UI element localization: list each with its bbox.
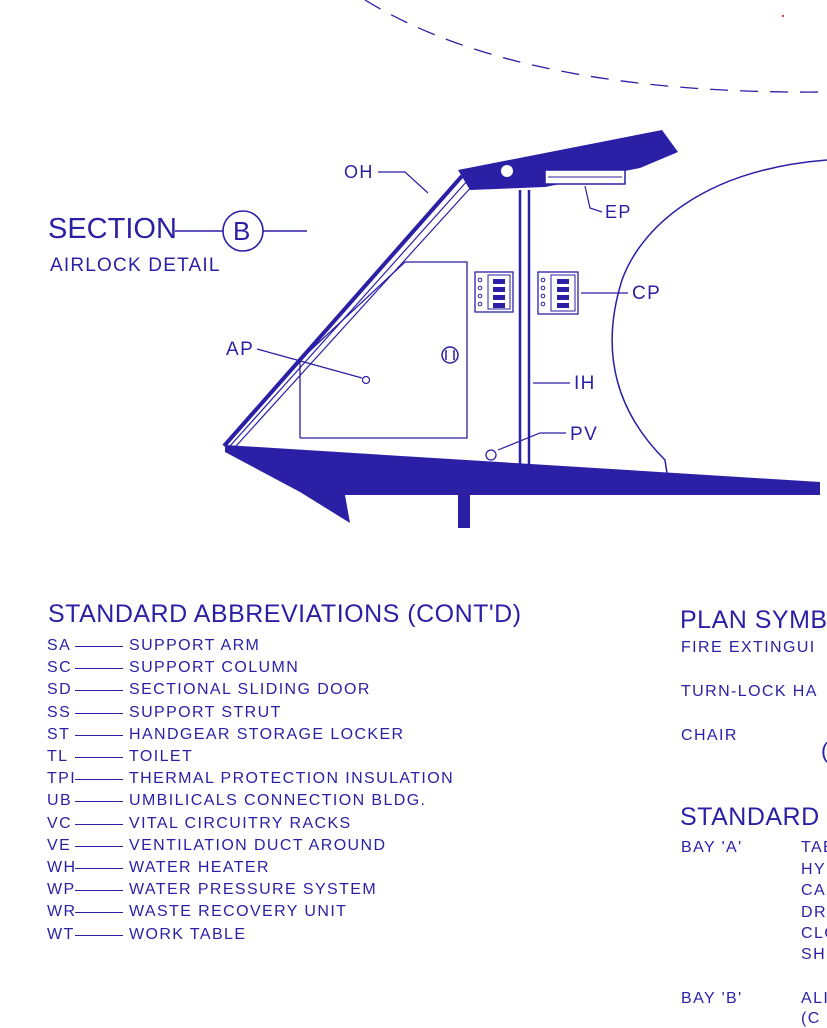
abbreviation-description: SECTIONAL SLIDING DOOR (129, 681, 371, 699)
abbreviation-rule (75, 801, 123, 803)
hull-curve (611, 159, 827, 481)
abbreviation-code: VC (47, 814, 73, 832)
bay-a-item: SHI (801, 946, 827, 963)
abbreviation-row: TL TOILET (47, 748, 193, 770)
access-panel (299, 261, 468, 439)
abbreviation-row: ST HANDGEAR STORAGE LOCKER (47, 726, 405, 748)
bay-a-item: CA (801, 882, 827, 899)
roof-pin (501, 165, 513, 177)
abbreviation-rule (75, 890, 123, 892)
leader-pv (497, 432, 566, 451)
abbreviation-description: HANDGEAR STORAGE LOCKER (129, 725, 405, 743)
callout-pv: PV (570, 424, 599, 445)
bay-a-item: TAE (801, 839, 827, 856)
floor-slab (225, 445, 820, 528)
bay-b-label: BAY 'B' (681, 990, 743, 1007)
bay-a-label: BAY 'A' (681, 839, 743, 856)
plan-symbol-chair: CHAIR (681, 727, 738, 744)
abbreviation-code: SA (47, 637, 72, 654)
abbreviation-code: TPI (47, 770, 77, 788)
control-panel-left (474, 271, 514, 313)
abbreviation-row: SD SECTIONAL SLIDING DOOR (47, 681, 371, 703)
plan-symbols-heading: PLAN SYMB (680, 606, 827, 634)
bay-b-item: ALI (801, 990, 827, 1007)
pressure-valve (485, 449, 497, 461)
abbreviation-row: VC VITAL CIRCUITRY RACKS (47, 815, 352, 837)
abbreviation-rule (75, 845, 123, 847)
bay-a-item: DRY (801, 904, 827, 921)
abbreviation-rule (75, 690, 123, 692)
ap-knob (361, 375, 371, 385)
abbreviation-row: WR WASTE RECOVERY UNIT (47, 903, 347, 925)
abbreviation-description: SUPPORT COLUMN (129, 659, 300, 677)
control-panel-right (537, 271, 579, 315)
abbreviation-row: SS SUPPORT STRUT (47, 704, 282, 726)
callout-cp: CP (632, 283, 662, 304)
dashed-arc (364, 0, 827, 93)
abbreviation-code: WT (47, 925, 75, 943)
abbreviation-row: WP WATER PRESSURE SYSTEM (47, 881, 377, 903)
abbreviation-code: WR (47, 903, 77, 921)
airlock-section-drawing (175, 0, 827, 528)
abbreviation-description: UMBILICALS CONNECTION BLDG. (129, 792, 427, 810)
abbreviation-code: VE (47, 836, 72, 854)
abbreviation-description: VITAL CIRCUITRY RACKS (129, 814, 352, 832)
abbreviation-code: SS (47, 703, 72, 721)
abbreviation-row: UB UMBILICALS CONNECTION BLDG. (47, 792, 426, 814)
abbreviation-code: TL (47, 748, 69, 765)
abbreviation-description: VENTILATION DUCT AROUND (129, 836, 387, 854)
abbreviation-row: SC SUPPORT COLUMN (47, 659, 299, 681)
abbreviation-rule (75, 934, 123, 936)
leader-oh (378, 171, 429, 194)
abbreviation-rule (75, 779, 123, 781)
abbreviation-description: THERMAL PROTECTION INSULATION (129, 770, 455, 788)
abbreviation-rule (75, 734, 123, 736)
abbreviation-row: TPI THERMAL PROTECTION INSULATION (47, 770, 454, 792)
abbreviation-description: SUPPORT ARM (129, 637, 261, 654)
abbreviation-code: ST (47, 725, 71, 743)
abbreviation-row: WH WATER HEATER (47, 859, 270, 881)
abbreviation-rule (75, 868, 123, 869)
abbreviation-rule (75, 757, 123, 758)
section-subtitle: AIRLOCK DETAIL (50, 255, 221, 276)
abbreviation-description: WATER HEATER (129, 859, 270, 876)
plan-symbol-fire-extinguisher: FIRE EXTINGUI (681, 639, 816, 656)
bay-a-item: CLC (801, 925, 827, 942)
bay-a-item: HY (801, 861, 827, 878)
abbreviation-row: WT WORK TABLE (47, 926, 246, 948)
callout-oh: OH (344, 162, 374, 182)
section-title: SECTION (48, 213, 177, 245)
abbreviation-rule (75, 668, 123, 670)
abbreviation-code: UB (47, 792, 73, 810)
abbreviation-description: SUPPORT STRUT (129, 703, 282, 721)
chair-glyph: ( (821, 738, 827, 764)
leader-ep (584, 185, 603, 213)
abbreviation-rule (75, 646, 123, 647)
abbreviation-code: SD (47, 681, 73, 699)
callout-ep: EP (605, 202, 632, 222)
abbreviation-code: WP (47, 881, 76, 899)
abbreviation-row: VE VENTILATION DUCT AROUND (47, 837, 386, 859)
abbreviation-description: WATER PRESSURE SYSTEM (129, 881, 378, 899)
abbreviation-description: WASTE RECOVERY UNIT (129, 903, 348, 921)
abbreviation-rule (75, 912, 123, 914)
plan-symbol-turn-lock: TURN-LOCK HA (681, 683, 818, 700)
bay-b-item: (C (801, 1010, 821, 1027)
abbreviation-description: WORK TABLE (129, 925, 247, 943)
abbreviation-code: WH (47, 859, 77, 876)
leader-ap (256, 348, 363, 379)
callout-ap: AP (226, 339, 255, 360)
canopy-frame (222, 174, 464, 448)
standard-heading: STANDARD (680, 803, 820, 831)
section-marker-letter: B (233, 216, 251, 246)
abbreviations-heading: STANDARD ABBREVIATIONS (CONT'D) (48, 600, 522, 628)
abbreviation-rule (75, 712, 123, 714)
round-fitting (441, 346, 459, 364)
roof-structure (458, 130, 678, 190)
abbreviation-rule (75, 823, 123, 825)
abbreviation-row: SA SUPPORT ARM (47, 637, 260, 659)
abbreviation-code: SC (47, 659, 73, 677)
callout-ih: IH (574, 373, 596, 394)
abbreviation-description: TOILET (129, 748, 194, 765)
